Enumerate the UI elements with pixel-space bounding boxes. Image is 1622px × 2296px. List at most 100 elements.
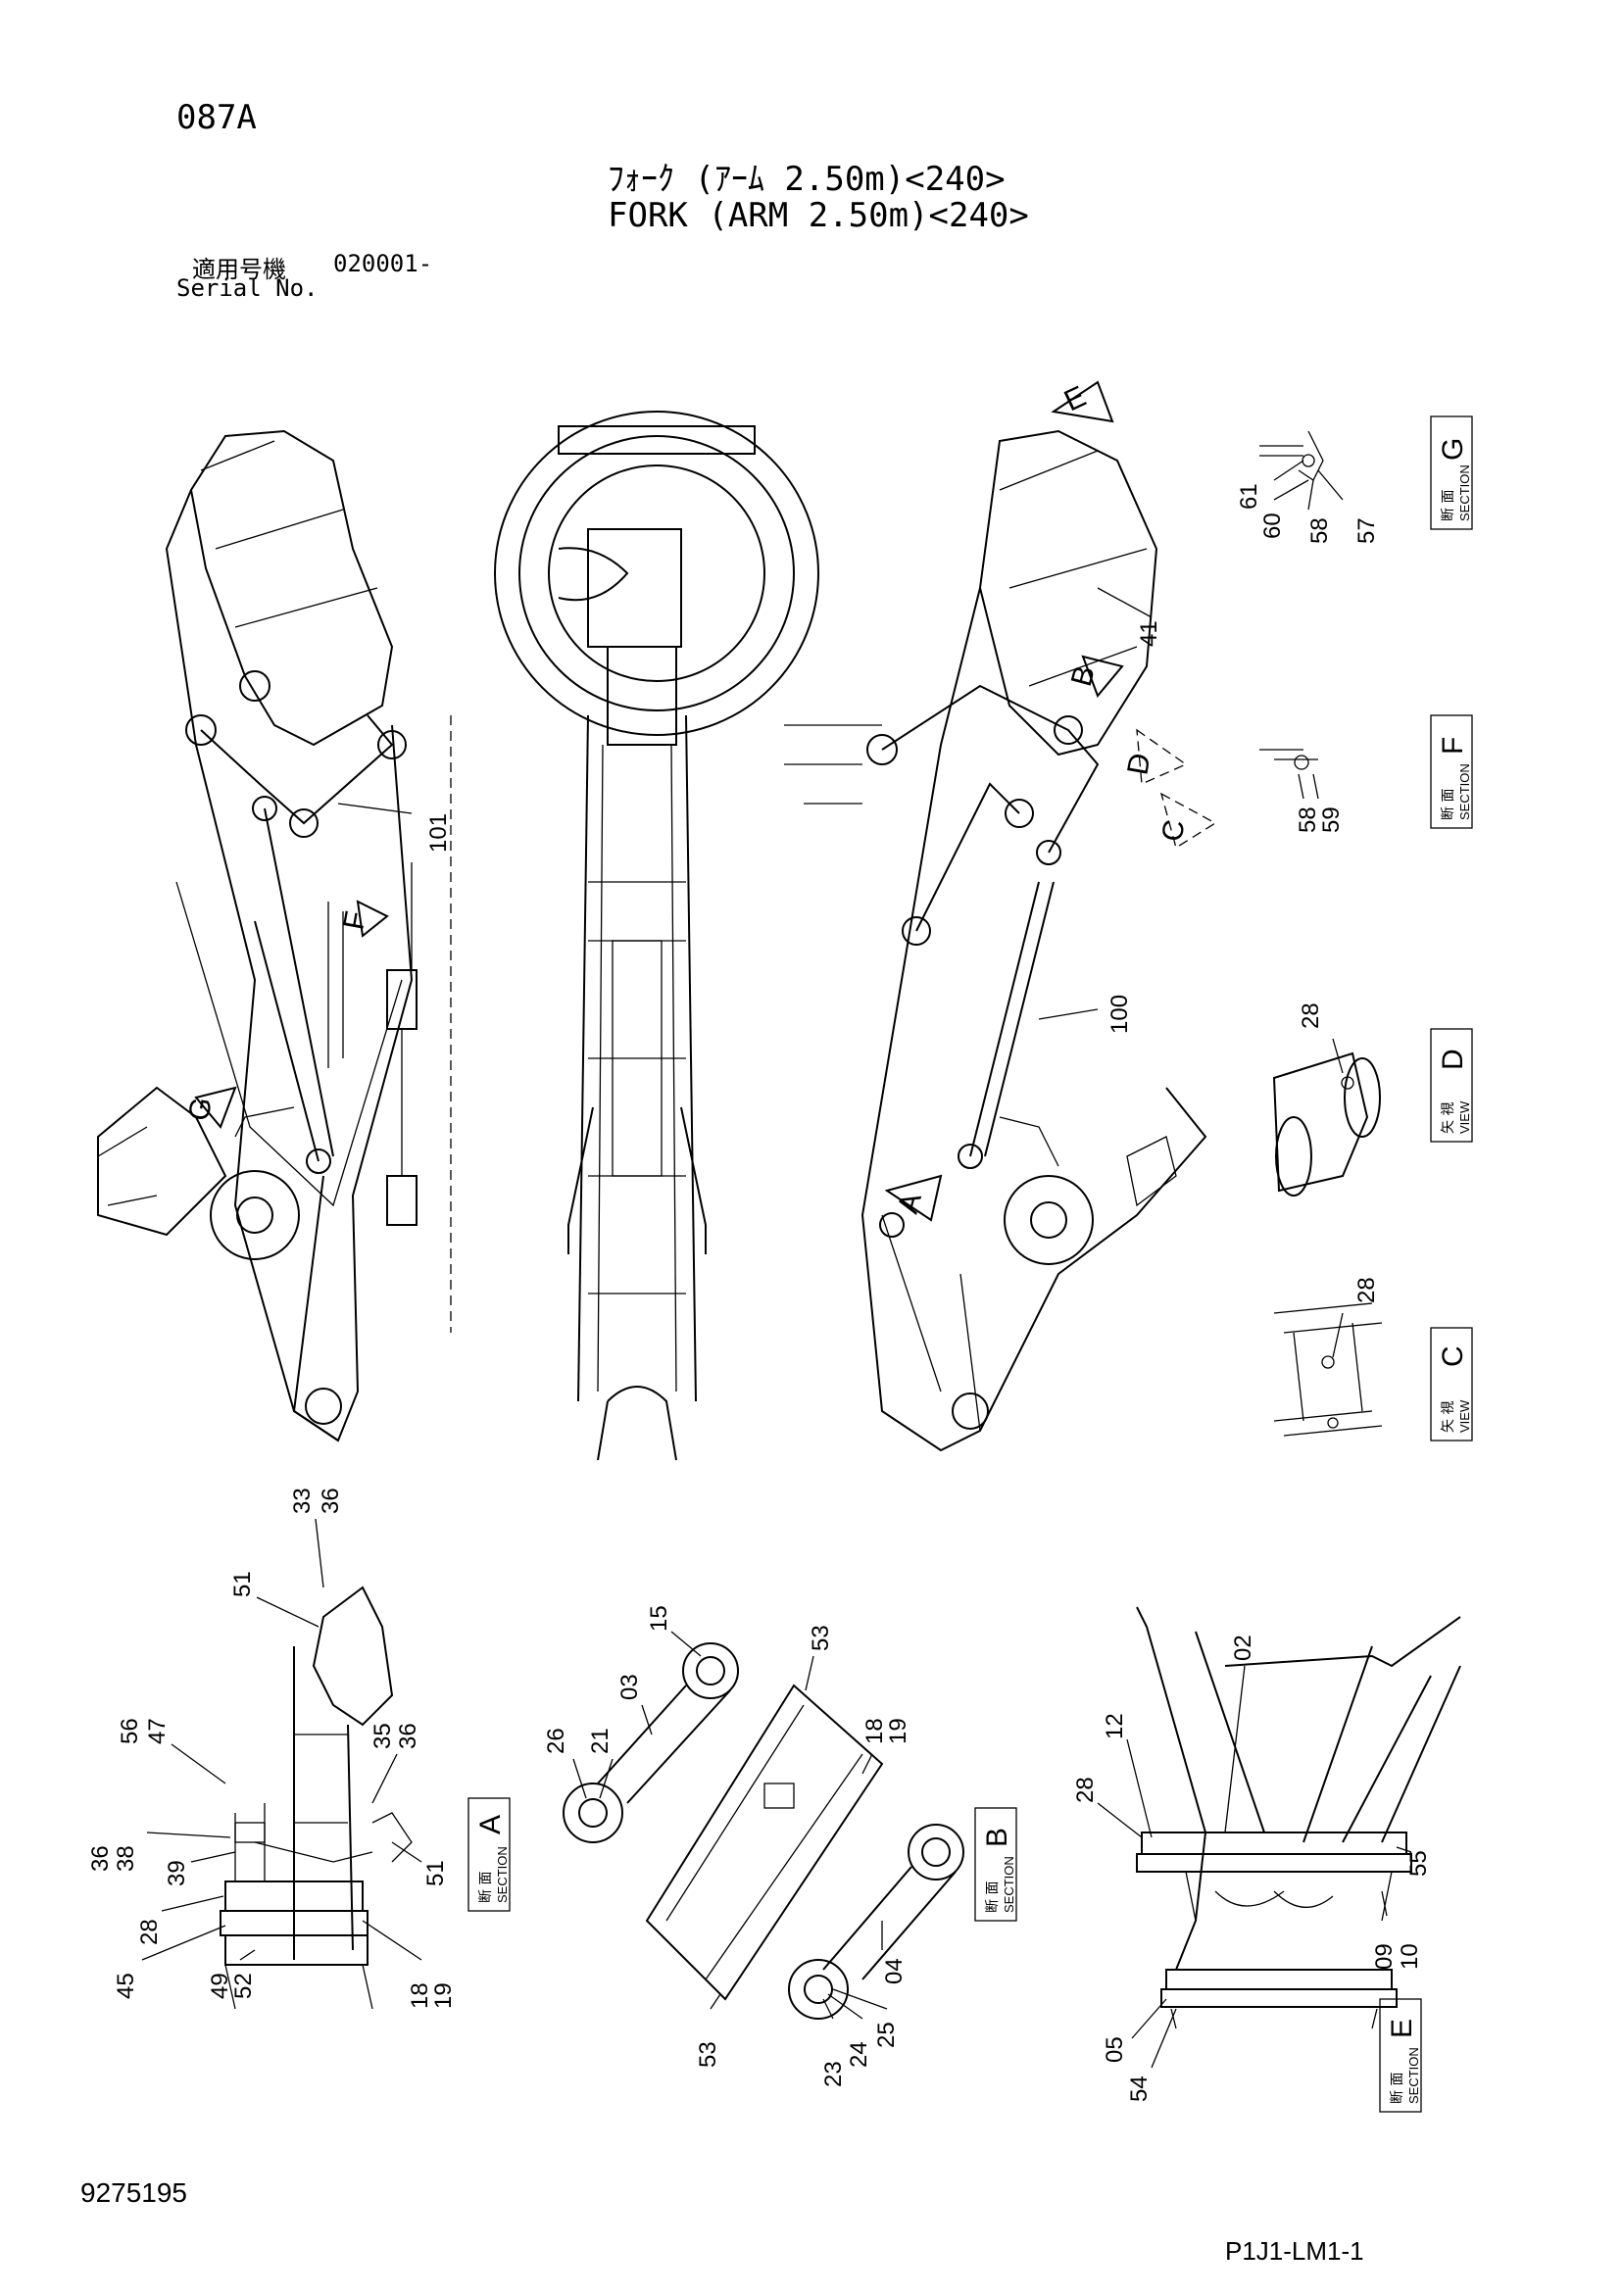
sheet-code: P1J1-LM1-1: [1225, 2236, 1364, 2266]
document-number: 9275195: [80, 2177, 188, 2208]
serial-value: 020001-: [333, 250, 433, 277]
section-f-en: SECTION: [1457, 763, 1472, 820]
arrow-a-label: A: [892, 1190, 928, 1217]
callout-19: 19: [885, 1718, 911, 1744]
arrow-f: [356, 900, 389, 938]
callout-58: 58: [1306, 517, 1333, 544]
arrow-f-label: F: [337, 908, 372, 932]
section-a-jp: 断 面: [478, 1872, 494, 1903]
view-c-jp: 矢 視: [1441, 1401, 1456, 1433]
arrow-g-label: G: [182, 1095, 219, 1123]
callout-60: 60: [1259, 513, 1286, 539]
arrow-b-label: B: [1065, 662, 1102, 690]
arrow-e: [1051, 380, 1114, 423]
section-e-en: SECTION: [1406, 2047, 1421, 2104]
callout-53: 53: [695, 2041, 721, 2068]
callout-25: 25: [873, 2022, 900, 2048]
callout-21: 21: [587, 1728, 614, 1754]
callout-35: 35: [369, 1723, 396, 1749]
callout-38: 38: [113, 1845, 139, 1872]
section-b-letter: B: [981, 1828, 1013, 1847]
callout-52: 52: [230, 1973, 257, 1999]
front-view-center: [494, 411, 819, 1461]
callout-51: 51: [422, 1860, 449, 1886]
page-code: 087A: [176, 98, 257, 137]
section-b: 15 03 26 21 53 18 19 04 53 23 24 25 B 断 …: [543, 1605, 1017, 2087]
side-view-right: [784, 429, 1207, 1452]
callout-05: 05: [1102, 2036, 1128, 2063]
section-g-en: SECTION: [1457, 464, 1472, 521]
callout-15: 15: [646, 1605, 672, 1632]
callout-57: 57: [1353, 517, 1380, 544]
callout-51: 51: [229, 1571, 256, 1597]
view-d-letter: D: [1437, 1049, 1469, 1070]
callout-04: 04: [881, 1958, 908, 1984]
callout-19: 19: [430, 1982, 457, 2009]
callout-02: 02: [1230, 1635, 1256, 1661]
arrow-b: [1081, 655, 1124, 698]
callout-28: 28: [1353, 1277, 1380, 1303]
title-english: FORK (ARM 2.50m)<240>: [608, 196, 1029, 235]
section-a: 33 36 51 56 47 35 36 36 38 39 51 28 45 4…: [87, 1488, 511, 2010]
callout-33: 33: [289, 1488, 316, 1514]
arrow-d-label: D: [1121, 751, 1156, 777]
callout-45: 45: [113, 1973, 139, 1999]
callout-49: 49: [207, 1973, 233, 1999]
view-arrows: E B D C F G A: [182, 380, 1217, 1222]
callout-54: 54: [1126, 2076, 1153, 2102]
callout-24: 24: [846, 2041, 872, 2068]
callout-36: 36: [87, 1845, 114, 1872]
arrow-c-label: C: [1155, 817, 1191, 844]
serial-label-english: Serial No.: [176, 274, 319, 302]
section-e-jp: 断 面: [1390, 2073, 1405, 2104]
view-c-en: VIEW: [1457, 1399, 1472, 1433]
section-a-letter: A: [474, 1815, 507, 1834]
callout-55: 55: [1405, 1850, 1432, 1877]
arrow-g: [194, 1086, 237, 1129]
side-view-left: [97, 429, 452, 1442]
callout-41: 41: [1136, 620, 1162, 647]
view-d-jp: 矢 視: [1441, 1102, 1456, 1134]
callout-18: 18: [407, 1982, 433, 2009]
serial-label-japanese: 適用号機: [192, 256, 286, 283]
callout-09: 09: [1371, 1943, 1398, 1970]
view-c: 28 C 矢 視 VIEW: [1273, 1277, 1473, 1441]
view-d: 28 D 矢 視 VIEW: [1272, 1002, 1473, 1197]
title-japanese: ﾌｫｰｸ (ｱｰﾑ 2.50m)<240>: [608, 160, 1006, 199]
callout-18: 18: [861, 1718, 888, 1744]
callout-28: 28: [1298, 1002, 1324, 1029]
arrow-e-label: E: [1059, 380, 1091, 417]
callout-47: 47: [144, 1718, 171, 1744]
section-e-letter: E: [1386, 2019, 1418, 2038]
section-f-letter: F: [1437, 737, 1469, 755]
section-f: 58 59 F 断 面 SECTION: [1259, 714, 1473, 833]
callout-12: 12: [1102, 1713, 1128, 1739]
callout-58: 58: [1295, 806, 1321, 833]
callout-28: 28: [136, 1919, 163, 1945]
callout-28: 28: [1072, 1777, 1099, 1803]
arrow-d: [1136, 728, 1188, 785]
callout-101: 101: [425, 813, 452, 853]
section-b-jp: 断 面: [985, 1881, 1001, 1913]
callout-100: 100: [1106, 995, 1133, 1034]
callout-36: 36: [318, 1488, 344, 1514]
section-f-jp: 断 面: [1441, 789, 1456, 820]
section-a-en: SECTION: [495, 1846, 510, 1903]
arrow-a: [884, 1174, 943, 1222]
callout-39: 39: [164, 1860, 190, 1886]
section-g: 61 60 58 57 G 断 面 SECTION: [1236, 415, 1473, 544]
section-b-en: SECTION: [1002, 1856, 1016, 1913]
view-d-en: VIEW: [1457, 1100, 1472, 1134]
view-c-letter: C: [1437, 1345, 1469, 1367]
arrow-c: [1159, 792, 1217, 850]
callout-03: 03: [616, 1674, 643, 1700]
callout-61: 61: [1236, 483, 1262, 510]
callout-56: 56: [117, 1718, 143, 1744]
callout-23: 23: [820, 2061, 847, 2087]
section-g-jp: 断 面: [1441, 490, 1456, 521]
callout-59: 59: [1318, 806, 1345, 833]
main-callouts: 41 100 101: [337, 587, 1162, 1034]
callout-26: 26: [543, 1728, 569, 1754]
callout-36: 36: [395, 1723, 421, 1749]
